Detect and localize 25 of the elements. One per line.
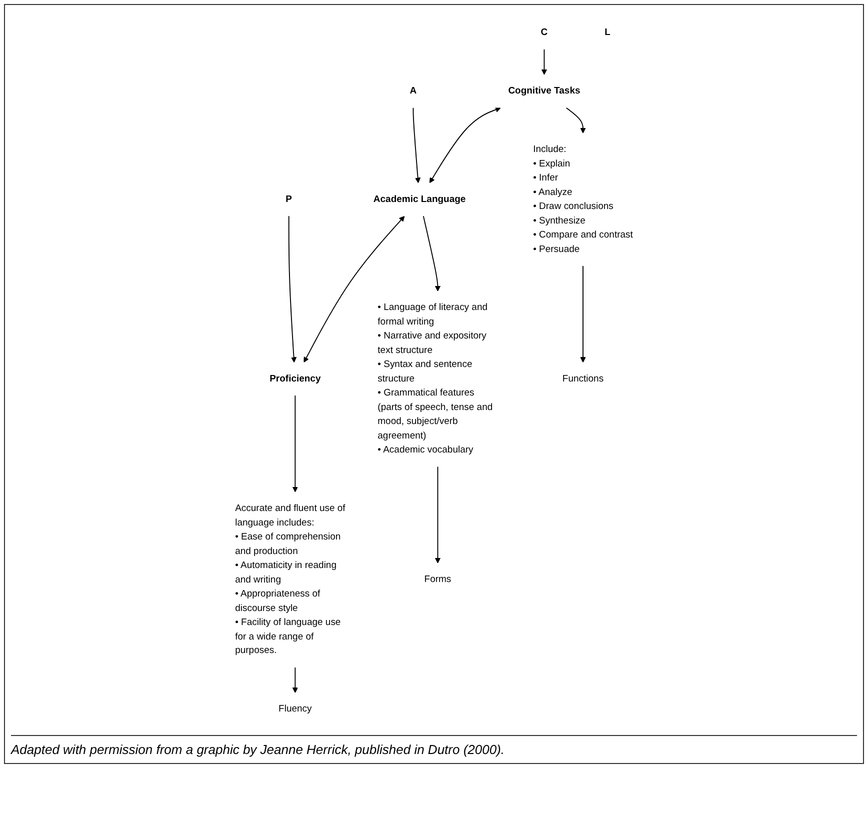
arrow	[288, 216, 297, 363]
node-text: Accurate and fluent use of language includes: • Ease of comprehension and production • Automaticity in reading and writing • Appropriateness of discourse style • Facility of language use for a wide range of purposes.	[235, 502, 346, 656]
node-text: P	[286, 194, 292, 204]
node-text: • Language of literacy and formal writing • Narrative and expository text structure • Syntax and sentence structure • Grammatical features (parts of speech, tense and mood, subject/verb agreement) • Academic vocabulary	[378, 302, 493, 455]
node-text: Functions	[562, 373, 604, 384]
node-text: A	[410, 85, 417, 96]
arrow	[429, 107, 501, 184]
arrow	[304, 216, 405, 363]
node-text: L	[604, 26, 610, 38]
node-text: Academic Language	[373, 194, 466, 204]
node-text: Forms	[424, 574, 452, 585]
node-text: Include: • Explain • Infer • Analyze • Draw conclusions • Synthesize • Compare and contrast • Persuade	[533, 144, 633, 254]
arrow	[292, 666, 298, 693]
caption: Adapted with permission from a graphic by Jeanne Herrick, published in Dutro (2000).	[11, 735, 857, 757]
node-text: Fluency	[278, 703, 312, 714]
node-text: Proficiency	[270, 373, 321, 384]
arrow	[434, 466, 441, 564]
arrow	[580, 265, 586, 363]
node-text: C	[540, 26, 548, 38]
arrow	[422, 216, 441, 292]
arrow	[541, 48, 547, 75]
node-text: Cognitive Tasks	[508, 85, 580, 96]
arrow	[292, 395, 298, 492]
arrow	[412, 107, 421, 184]
arrow	[566, 107, 586, 134]
